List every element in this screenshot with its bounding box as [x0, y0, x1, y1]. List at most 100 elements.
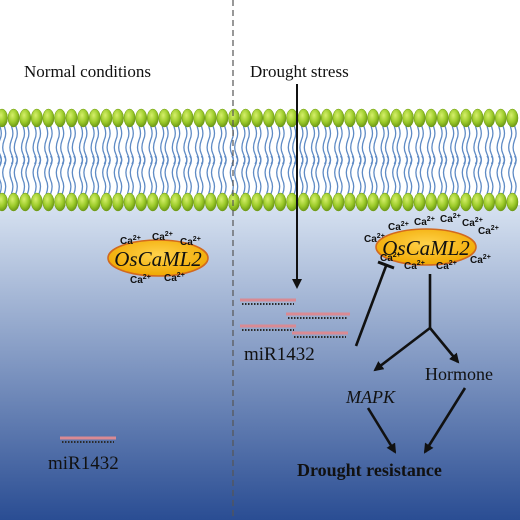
lipid-head-bottom — [413, 192, 426, 212]
lipid-tail-bottom — [450, 155, 455, 195]
lipid-head-top — [193, 108, 206, 128]
mirna-label-right: miR1432 — [244, 344, 315, 365]
lipid-tail-bottom — [438, 155, 443, 195]
lipid-head-bottom — [112, 192, 124, 212]
lipid-tail-bottom — [310, 155, 316, 195]
lipid-tails — [473, 125, 482, 195]
lipid-tail-bottom — [384, 155, 390, 195]
lipid-head-bottom — [274, 192, 287, 212]
lipid-head-bottom — [251, 192, 264, 212]
lipid-tail-bottom — [129, 155, 134, 195]
lipid-tails — [380, 125, 390, 195]
lipid-tail-bottom — [442, 155, 448, 195]
lipid-tail-bottom — [380, 155, 385, 195]
lipid-tail-bottom — [334, 155, 339, 195]
calcium-ion: Ca2+ — [388, 221, 409, 233]
lipid-tail-bottom — [357, 155, 362, 195]
lipid-tail-bottom — [477, 155, 482, 195]
lipid-tail-bottom — [218, 155, 223, 195]
lipid-tail-bottom — [171, 155, 176, 195]
lipid-head-bottom — [320, 192, 333, 212]
lipid-tail-bottom — [36, 155, 42, 195]
lipid-head-top — [262, 108, 275, 128]
lipid-tail-bottom — [0, 155, 2, 195]
inhibition-line — [354, 265, 388, 347]
lipid-head-bottom — [77, 192, 90, 212]
lipid-tails — [90, 125, 100, 195]
lipid-head-bottom — [309, 192, 322, 212]
lipid-head-top — [251, 108, 264, 128]
protein-name-right: OsCaML2 — [382, 236, 470, 260]
mapk-label: MAPK — [345, 387, 396, 407]
lipid-tails — [20, 125, 30, 195]
lipid-tail-bottom — [419, 155, 424, 195]
calcium-ion: Ca2+ — [440, 213, 461, 225]
lipid-tail-bottom — [136, 155, 142, 195]
lipid-tail-bottom — [268, 155, 274, 195]
lipid-tail-bottom — [2, 155, 7, 195]
mirna-duplex-left — [60, 436, 116, 443]
lipid-head-top — [88, 108, 101, 128]
calcium-ion: Ca2+ — [164, 272, 185, 284]
lipid-tails — [403, 125, 413, 195]
lipid-head-bottom — [239, 192, 252, 212]
calcium-ion: Ca2+ — [404, 260, 425, 272]
calcium-ion: Ca2+ — [130, 274, 151, 286]
lipid-tail-bottom — [141, 155, 146, 195]
lipid-tails — [148, 125, 158, 195]
lipid-head-bottom — [158, 192, 171, 212]
mirna-label-left: miR1432 — [48, 453, 119, 474]
hormone-label: Hormone — [425, 364, 493, 384]
normal-conditions-label: Normal conditions — [24, 62, 151, 81]
lipid-tail-bottom — [315, 155, 320, 195]
lipid-head-top — [286, 108, 298, 128]
lipid-head-top — [483, 108, 496, 128]
lipid-tail-bottom — [461, 155, 466, 195]
protein-name-left: OsCaML2 — [114, 247, 202, 271]
lipid-head-bottom — [460, 192, 472, 212]
lipid-tail-bottom — [496, 155, 501, 195]
protein-ellipse-right — [375, 228, 477, 266]
lipid-head-top — [42, 108, 55, 128]
lipid-head-bottom — [193, 192, 206, 212]
lipid-tail-bottom — [222, 155, 227, 195]
lipid-head-top — [100, 108, 113, 128]
lipid-tail-bottom — [245, 155, 250, 195]
lipid-head-bottom — [181, 192, 194, 212]
lipid-tails — [368, 125, 378, 195]
oscaml2-protein-right: OsCaML2 — [375, 228, 477, 266]
lipid-tails — [392, 125, 401, 195]
lipid-tail-bottom — [512, 155, 517, 195]
lipid-head-top — [77, 108, 90, 128]
lipid-tails — [287, 125, 297, 195]
lipid-head-bottom — [19, 192, 32, 212]
lipid-head-bottom — [135, 192, 148, 212]
calcium-ion: Ca2+ — [436, 260, 457, 272]
lipid-tails — [264, 125, 274, 195]
calcium-ions-right: Ca2+Ca2+Ca2+Ca2+Ca2+Ca2+Ca2+Ca2+Ca2+Ca2+ — [364, 213, 499, 272]
lipid-tails — [0, 125, 7, 195]
lipid-tails — [322, 125, 332, 195]
lipid-tail-bottom — [113, 155, 118, 195]
lipid-head-bottom — [425, 192, 438, 212]
lipid-tails — [484, 125, 494, 195]
lipid-tail-bottom — [83, 155, 88, 195]
protein-ellipse-left — [107, 239, 209, 277]
lipid-head-top — [30, 108, 43, 128]
lipid-tails — [508, 125, 517, 195]
lipid-tail-bottom — [426, 155, 432, 195]
lipid-tail-bottom — [350, 155, 355, 195]
lipid-tail-bottom — [500, 155, 506, 195]
lipid-tails — [44, 125, 53, 195]
lipid-tail-bottom — [106, 155, 111, 195]
lipid-head-top — [355, 108, 368, 128]
lipid-head-top — [181, 108, 194, 128]
mirna-duplexes-right — [240, 298, 350, 338]
lipid-tails — [206, 125, 216, 195]
lipid-tail-bottom — [183, 155, 188, 195]
lipid-tail-bottom — [473, 155, 478, 195]
inhibition-bar — [377, 260, 395, 270]
lipid-tails — [276, 125, 285, 195]
